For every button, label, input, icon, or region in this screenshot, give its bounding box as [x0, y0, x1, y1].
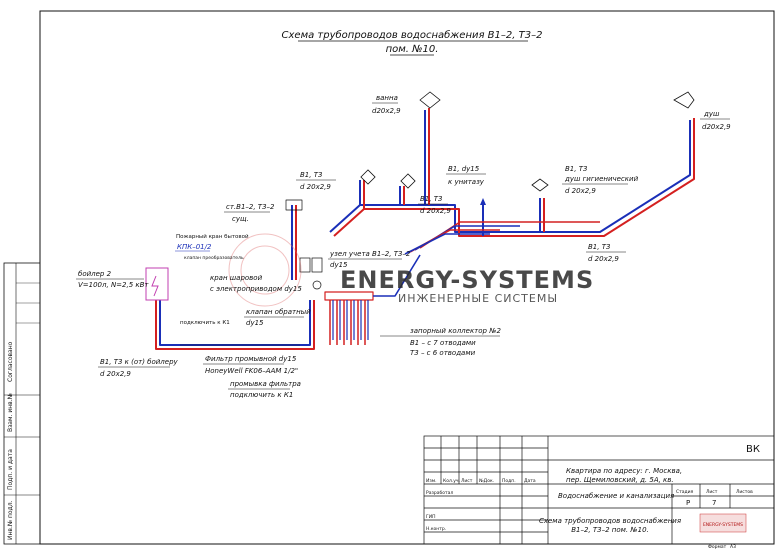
label-ball-valve-1: кран шаровой: [210, 274, 263, 282]
title-block: [423, 435, 775, 545]
label-boiler-2: V=100л, N=2,5 кВт: [78, 281, 149, 289]
watermark-brand: ENERGY-SYSTEMS: [340, 266, 594, 294]
label-boiler-pipe-dim: d 20x2,9: [100, 370, 131, 378]
stamp-sign-date: Подп. и дата: [7, 449, 14, 490]
tb-code: ВК: [746, 444, 760, 455]
boiler-heater-icon: [151, 275, 159, 297]
label-valve-reducer: клапан преобразователь: [184, 255, 244, 261]
label-b1t3-mid-dim: d 20x2,9: [420, 207, 451, 215]
tb-format-label: Формат: [708, 544, 727, 550]
label-to-toilet: к унитазу: [448, 178, 485, 186]
label-b1t3-mid: В1, Т3: [420, 195, 442, 203]
tb-h-list: Лист: [461, 478, 473, 484]
tb-section: Водоснабжение и канализация: [558, 492, 674, 500]
tb-h-date: Дата: [524, 478, 536, 484]
annotations: ванна d20x2,9 душ d20x2,9 В1, Т3 d 20x2,…: [76, 94, 731, 399]
tb-nkontr: Н.контр.: [426, 526, 446, 532]
collector-outlets: [329, 300, 369, 345]
label-riser: ст.В1–2, Т3–2: [226, 203, 275, 211]
riser-column: [285, 199, 303, 211]
watermark: ENERGY-SYSTEMS ИНЖЕНЕРНЫЕ СИСТЕМЫ: [228, 233, 594, 307]
label-bath-dim: d20x2,9: [372, 107, 401, 115]
meter-unit: [299, 257, 323, 290]
tb-logo-text: ENERGY-SYSTEMS: [703, 522, 743, 528]
tb-gip: ГИП: [426, 514, 436, 520]
drawing-title: Схема трубопроводов водоснабжения В1–2, …: [282, 29, 543, 41]
label-filter-1: Фильтр промывной dу15: [205, 355, 297, 363]
title-block-text: ВК Квартира по адресу: г. Москва, пер. Щ…: [426, 444, 760, 550]
tb-sheet: 7: [712, 499, 716, 507]
label-filter-2: HoneyWell FK06–AAM 1/2": [205, 367, 298, 375]
pipe-cold-bath: [359, 110, 426, 205]
stamp-replace: Взам. инв.№: [7, 393, 14, 432]
pipe-network: [155, 108, 695, 350]
label-collector-t3: Т3 – с 6 отводами: [410, 349, 476, 357]
label-hyg-shower: душ гигиенический: [564, 175, 639, 183]
label-check-valve-dy: dу15: [246, 319, 264, 327]
label-b1-toilet: В1, dу15: [448, 165, 480, 173]
tb-address-1: Квартира по адресу: г. Москва,: [566, 467, 682, 475]
label-b1t3-right: В1, Т3: [588, 243, 610, 251]
fixture-valve-left: [360, 169, 376, 185]
tb-h-sign: Подп.: [502, 478, 516, 484]
label-b1t3-left-dim: d 20x2,9: [300, 183, 331, 191]
label-flush-2: подключить к К1: [230, 391, 293, 399]
tb-logo: [699, 513, 747, 533]
label-b1t3-left: В1, Т3: [300, 171, 322, 179]
label-shower: душ: [703, 110, 720, 118]
label-meter: узел учета В1–2, Т3–2: [329, 250, 411, 258]
tb-stage-label: Стадия: [676, 489, 694, 495]
label-fire-valve: Пожарный кран бытовой: [176, 233, 249, 240]
label-meter-dy: dу15: [330, 261, 348, 269]
fixture-shower-head: [673, 91, 695, 109]
fixture-toilet-valve: [480, 198, 486, 205]
left-stamp-block: Согласовано Взам. инв.№ Подп. и дата Инв…: [3, 262, 41, 545]
tb-sheets-label: Листов: [736, 489, 753, 495]
tb-format: А3: [730, 544, 736, 550]
stamp-agreed: Согласовано: [7, 341, 14, 382]
pipe-hot-boiler: [155, 300, 315, 350]
tb-address-2: пер. Щемиловский, д. 5А, кв.: [566, 476, 674, 484]
pipe-hot-main: [333, 118, 695, 237]
tb-developed: Разработал: [426, 490, 453, 496]
label-b1t3-right-dim: d 20x2,9: [588, 255, 619, 263]
label-flush-1: промывка фильтра: [230, 380, 301, 388]
pipe-hot-bath: [363, 108, 430, 209]
label-hyg-shower-dim: d 20x2,9: [565, 187, 596, 195]
label-riser-state: сущ.: [232, 215, 249, 223]
label-collector: запорный коллектор №2: [410, 327, 501, 335]
label-boiler-1: бойлер 2: [78, 270, 112, 278]
tb-drawing-1: Схема трубопроводов водоснабжения: [539, 517, 681, 525]
fixture-hygienic-shower: [531, 178, 549, 192]
label-collector-b1: В1 – с 7 отводами: [410, 339, 476, 347]
tb-h-doc: №Док.: [479, 478, 494, 484]
fixture-bath-mixer: [419, 91, 441, 109]
label-b1t3-hyg: В1, Т3: [565, 165, 587, 173]
label-bath: ванна: [376, 94, 398, 102]
fixture-valve-mid: [400, 173, 416, 189]
label-boiler-pipe: В1, Т3 к (от) бойлеру: [100, 358, 179, 366]
pipe-collector-link: [373, 254, 421, 297]
tb-h-izm: Изм.: [426, 478, 437, 484]
tb-stage: Р: [686, 499, 690, 507]
pipe-bundle-4: [404, 233, 490, 255]
tb-drawing-2: В1–2, Т3–2 пом. №10.: [571, 526, 649, 534]
boiler-tank: [145, 267, 169, 301]
label-fire-valve-code: КПК–01/2: [177, 243, 212, 251]
label-ball-valve-2: с электроприводом dу15: [210, 285, 302, 293]
tb-sheet-label: Лист: [706, 489, 718, 495]
label-check-valve: клапан обратный: [246, 308, 311, 316]
label-connect-k1: подключить к К1: [180, 320, 230, 326]
stamp-inv: Инв.№ подл.: [7, 500, 14, 540]
drawing-title-room: пом. №10.: [386, 44, 439, 55]
label-shower-dim: d20x2,9: [702, 123, 731, 131]
tb-h-kol: Кол.уч.: [443, 478, 460, 484]
watermark-sub: ИНЖЕНЕРНЫЕ СИСТЕМЫ: [398, 292, 558, 305]
